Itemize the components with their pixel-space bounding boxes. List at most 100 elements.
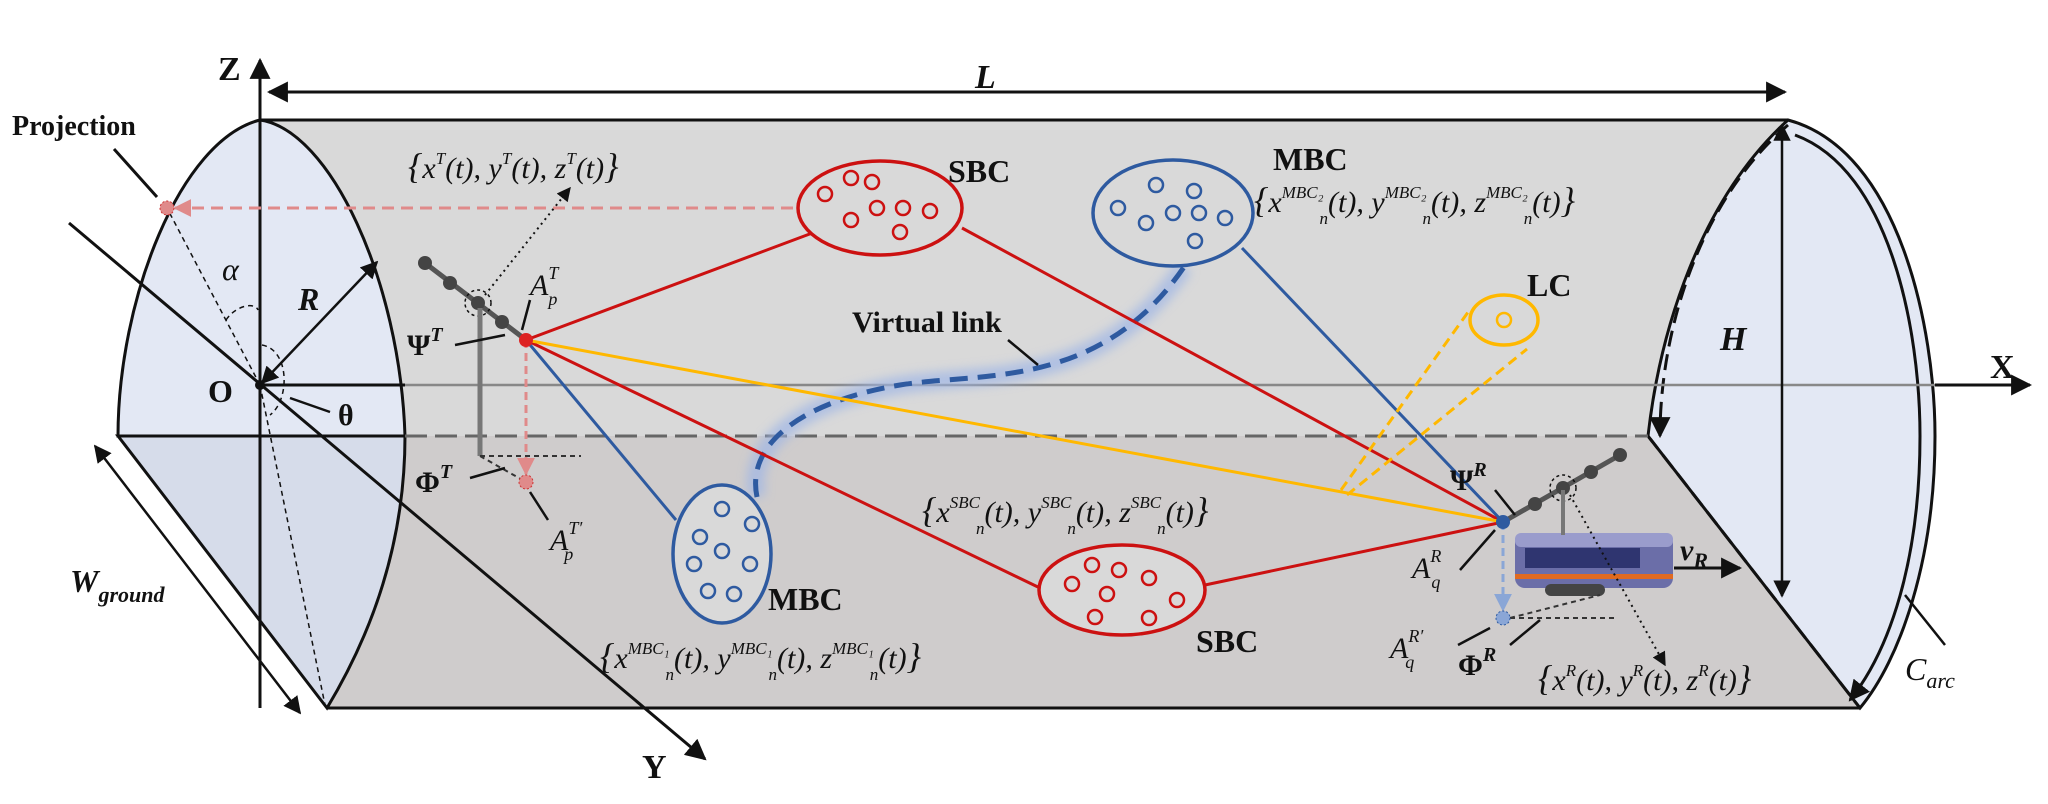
scatterer	[921, 202, 939, 220]
theta-label: θ	[338, 399, 354, 432]
phi-r-label: ΦR	[1458, 644, 1496, 682]
alpha-label: α	[222, 251, 240, 287]
mbc-bottom-label: MBC	[768, 581, 843, 617]
rx-antenna	[1501, 448, 1666, 667]
projection-leader	[112, 147, 159, 199]
scatterer	[842, 211, 860, 229]
scatterer	[1147, 176, 1165, 194]
projected-point	[159, 200, 175, 216]
mbc-top-label: MBC	[1273, 141, 1348, 177]
sbc-top-cluster	[796, 159, 964, 257]
ray-tx-sbc2	[525, 338, 1041, 590]
scatterer	[1098, 585, 1116, 603]
lc-label: LC	[1527, 267, 1571, 303]
scatterer	[1190, 204, 1208, 222]
right-end-cap	[1646, 118, 1937, 711]
scatterer	[1086, 608, 1104, 626]
apprime-label: AT′p	[548, 518, 583, 564]
ray-tx-mbc1	[524, 339, 678, 521]
psi-t-label: ΨT	[407, 324, 443, 362]
scatterer	[699, 582, 717, 600]
rx-position-formula: {xR(t), yR(t), zR(t)}	[1538, 658, 1752, 698]
origin-label: O	[208, 373, 233, 409]
aqprime-label: AR′q	[1388, 626, 1424, 672]
aq-leader	[1459, 529, 1496, 571]
ray-mbc2-rx	[1240, 246, 1505, 524]
psi-r-label: ΨR	[1450, 459, 1487, 497]
scatterer	[894, 199, 912, 217]
ray-tx-sbc1	[525, 230, 816, 342]
tunnel-wall	[260, 120, 1788, 436]
floor-dashed-radius	[259, 384, 326, 706]
x-axis-label: X	[1990, 349, 2015, 386]
sbc-bottom-cluster	[1037, 543, 1207, 637]
width-arrow	[93, 444, 302, 715]
virtual-link-label: Virtual link	[852, 306, 1002, 339]
psi-r-leader	[1494, 489, 1516, 516]
alpha-angle-arc	[225, 304, 259, 321]
projection-label: Projection	[12, 111, 136, 142]
scatterer	[713, 542, 731, 560]
right-dashed-arc	[1649, 123, 1789, 439]
right-dashed-floor-edge	[1646, 435, 1862, 709]
scatterer	[816, 185, 834, 203]
aqprime-leader	[1457, 626, 1491, 647]
scatterer	[1168, 591, 1186, 609]
rx-projected-point	[1495, 610, 1511, 626]
width-ground-label: Wground	[70, 563, 165, 607]
rx-point	[1496, 515, 1510, 529]
scatterer	[1216, 209, 1234, 227]
scatterer	[891, 223, 909, 241]
mbc-top-cluster	[1091, 158, 1255, 268]
ray-sbc1-rx	[961, 226, 1504, 524]
virtual-link-curve	[753, 265, 1187, 498]
train	[1515, 533, 1673, 596]
sbc-bottom-label: SBC	[1196, 623, 1258, 659]
virtual-link-leader	[1007, 339, 1039, 366]
psi-t-leader	[454, 333, 506, 347]
z-axis-label: Z	[218, 51, 241, 88]
theta-angle-arc	[261, 344, 285, 416]
lc-cone-edge-2	[1346, 347, 1528, 497]
scatterer	[713, 500, 731, 518]
y-axis-label: Y	[642, 749, 667, 786]
velocity-label: vR	[1680, 534, 1708, 573]
ap-leader	[520, 299, 532, 331]
scatterer	[1186, 232, 1204, 250]
right-end-cap-inner-arc	[1794, 133, 1922, 702]
lc-cluster	[1468, 293, 1540, 347]
phi-t-leader	[469, 466, 506, 480]
carc-leader	[1904, 594, 1946, 646]
scatterer	[725, 585, 743, 603]
sbc-top-label: SBC	[948, 153, 1010, 189]
length-label: L	[974, 59, 996, 96]
tx-point	[519, 333, 533, 347]
tx-antenna	[418, 186, 581, 483]
scatterer	[1110, 561, 1128, 579]
scatterer	[1063, 575, 1081, 593]
radius-label: R	[297, 281, 319, 317]
mbc-bottom-cluster	[671, 483, 773, 625]
scatterer	[691, 528, 709, 546]
scatterer	[685, 555, 703, 573]
ray-los	[525, 338, 1504, 524]
origin-point	[255, 380, 265, 390]
scatterer	[1495, 311, 1513, 329]
scatterer	[1083, 556, 1101, 574]
scatterer	[1185, 182, 1203, 200]
scatterer	[1109, 199, 1127, 217]
c-arc-label: Carc	[1905, 651, 1955, 693]
y-axis	[68, 221, 707, 761]
scatterer	[1140, 609, 1158, 627]
height-label: H	[1719, 321, 1748, 358]
projection-dashed-radius	[166, 207, 261, 386]
lc-cone-edge-1	[1339, 307, 1473, 491]
scatterer	[863, 173, 881, 191]
theta-leader	[289, 396, 331, 414]
